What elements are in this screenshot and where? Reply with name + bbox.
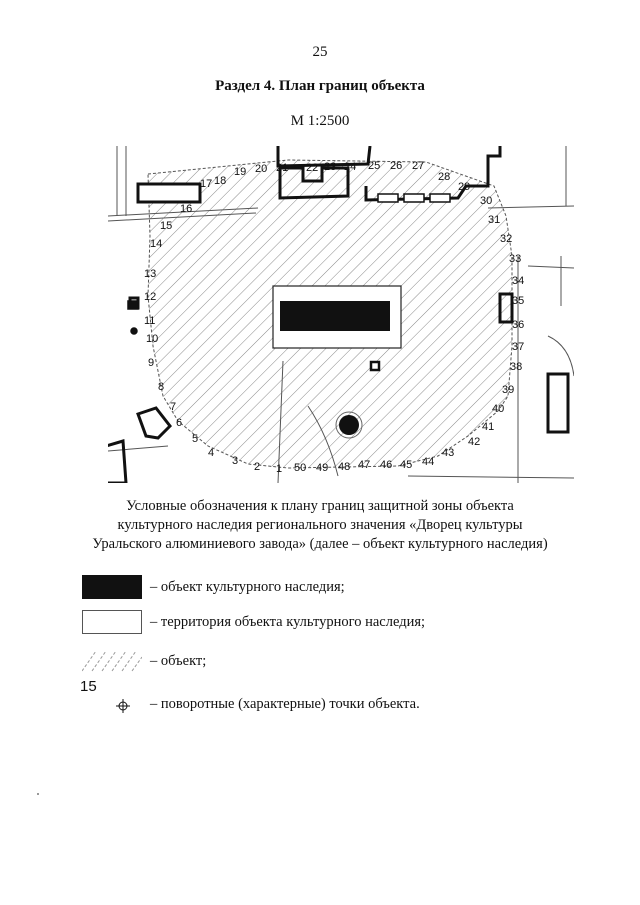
- heritage-object: [280, 301, 390, 331]
- turning-point-label: 7: [170, 401, 176, 413]
- turning-point-label: 24: [344, 161, 356, 173]
- turning-point-label: 9: [148, 357, 154, 369]
- turning-point-label: 14: [150, 238, 162, 250]
- turning-point-label: 43: [442, 447, 454, 459]
- small-structures: [127, 193, 451, 335]
- page-number: 25: [312, 44, 328, 60]
- legend-hatch-icon: [81, 649, 143, 673]
- turning-point-label: 11: [144, 315, 155, 327]
- turning-point-label: 27: [412, 160, 424, 172]
- legend-black-box-icon: [82, 575, 142, 599]
- turning-point-label: 29: [458, 181, 470, 193]
- turning-point-label: 40: [492, 403, 504, 415]
- turning-point-label: 12: [144, 291, 156, 303]
- turning-point-label: 4: [208, 447, 214, 459]
- turning-point-label: 37: [512, 341, 524, 353]
- turning-point-label: 1: [276, 463, 282, 475]
- turning-point-label: 45: [400, 459, 412, 471]
- street-lines: [108, 146, 574, 483]
- turning-point-label: 35: [512, 295, 524, 307]
- turning-point-label: 2: [254, 461, 260, 473]
- turning-point-label: 10: [146, 333, 158, 345]
- turning-point-label: 47: [358, 459, 370, 471]
- turning-point-label: 42: [468, 436, 480, 448]
- turning-point-label: 50: [294, 462, 306, 474]
- turning-point-label: 22: [306, 162, 318, 174]
- turning-point-label: 46: [380, 459, 392, 471]
- legend-caption: Условные обозначения к плану границ защи…: [92, 498, 548, 552]
- turning-point-label: 23: [324, 161, 336, 173]
- scan-speck: [37, 793, 39, 795]
- turning-point-label: 18: [214, 175, 226, 187]
- turning-point-label: 32: [500, 233, 512, 245]
- crosshair-icon: [116, 699, 130, 713]
- turning-point-label: 21: [276, 162, 288, 174]
- turning-point-label: 48: [338, 461, 350, 473]
- legend-row-turning-points: 15 – поворотные (характерные) точки объе…: [80, 678, 420, 717]
- turning-point-label: 26: [390, 160, 402, 172]
- turning-point-label: 41: [482, 421, 494, 433]
- turning-point-label: 17: [200, 178, 212, 190]
- turning-point-label: 34: [512, 275, 524, 287]
- turning-point-label: 31: [488, 214, 500, 226]
- turning-point-label: 6: [176, 417, 182, 429]
- turning-point-label: 16: [180, 203, 192, 215]
- legend-row-heritage-territory: – территория объекта культурного наследи…: [82, 609, 425, 635]
- map-scale: М 1:2500: [290, 113, 350, 129]
- turning-point-label: 20: [255, 163, 267, 175]
- legend-label-object: – объект;: [150, 652, 207, 669]
- turning-point-label: 33: [509, 253, 521, 265]
- buildings: [108, 146, 570, 483]
- turning-point-label: 25: [368, 160, 380, 172]
- legend-turning-point-symbol: 15: [80, 678, 142, 716]
- turning-point-label: 15: [160, 220, 172, 232]
- turning-point-label: 3: [232, 455, 238, 467]
- turning-point-label: 36: [512, 319, 524, 331]
- turning-point-label: 13: [144, 268, 156, 280]
- small-object: [369, 360, 381, 372]
- turning-point-label: 8: [158, 381, 164, 393]
- legend-label-turning-points: – поворотные (характерные) точки объекта…: [150, 695, 420, 712]
- legend-label-heritage-territory: – территория объекта культурного наследи…: [150, 613, 426, 630]
- turning-point-label: 39: [502, 384, 514, 396]
- turning-point-label: 19: [234, 166, 246, 178]
- legend-row-object: – объект;: [81, 648, 207, 674]
- turning-point-label: 28: [438, 171, 450, 183]
- turning-point-label: 5: [192, 433, 198, 445]
- legend-label-heritage-object: – объект культурного наследия;: [150, 578, 345, 595]
- turning-point-label: 38: [510, 361, 522, 373]
- turning-point-label: 30: [480, 195, 492, 207]
- turning-point-label: 44: [422, 456, 434, 468]
- section-title: Раздел 4. План границ объекта: [215, 78, 425, 94]
- turning-point-label: 49: [316, 462, 328, 474]
- monument-circle: [339, 415, 359, 435]
- legend-row-heritage-object: – объект культурного наследия;: [82, 574, 345, 600]
- legend-turning-point-number: 15: [80, 678, 97, 695]
- legend-white-box-icon: [82, 610, 142, 634]
